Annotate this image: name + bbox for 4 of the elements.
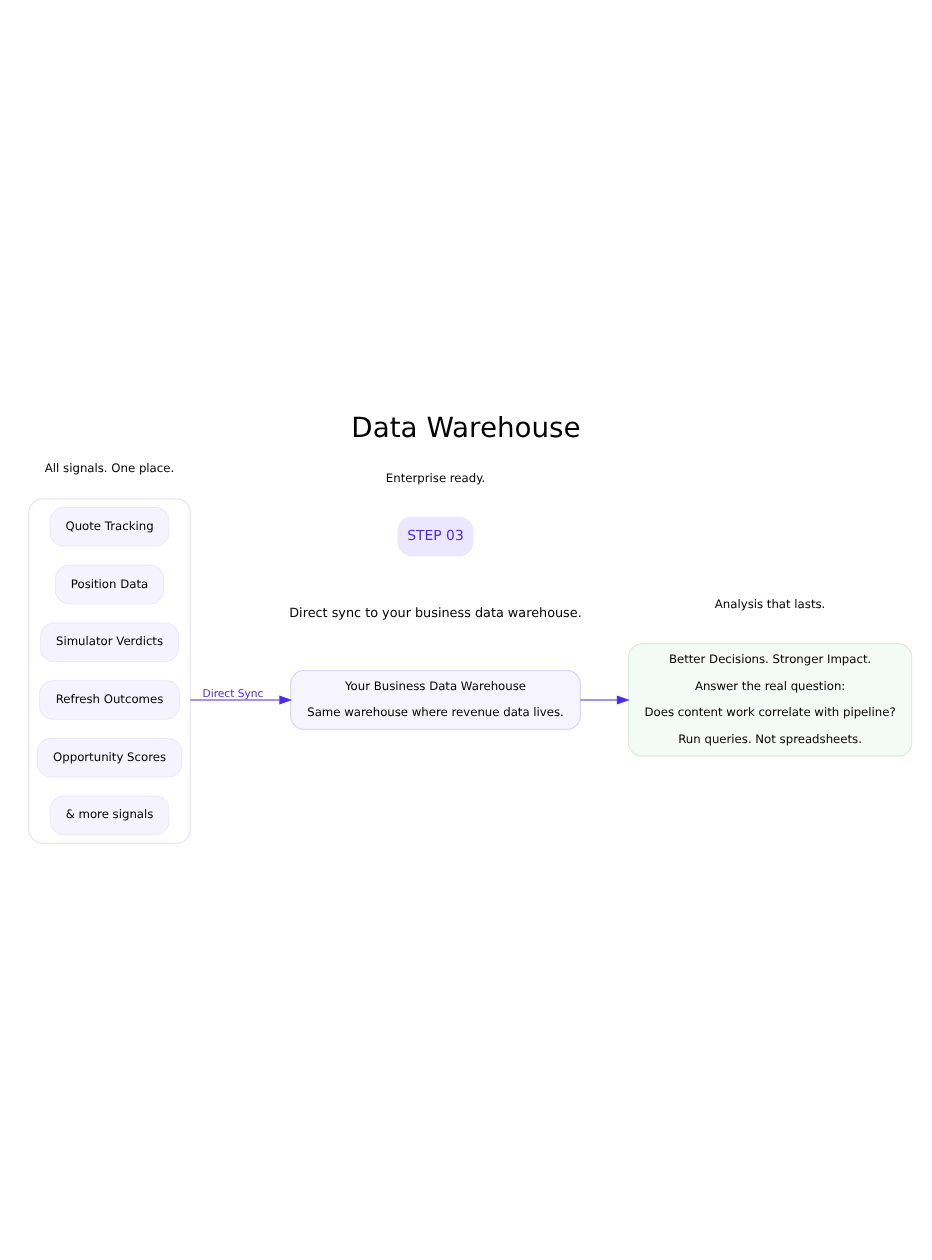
diagram-title: Data Warehouse (351, 411, 581, 444)
arrow (189, 694, 293, 704)
cluster (28, 497, 191, 843)
arrow (579, 694, 630, 704)
